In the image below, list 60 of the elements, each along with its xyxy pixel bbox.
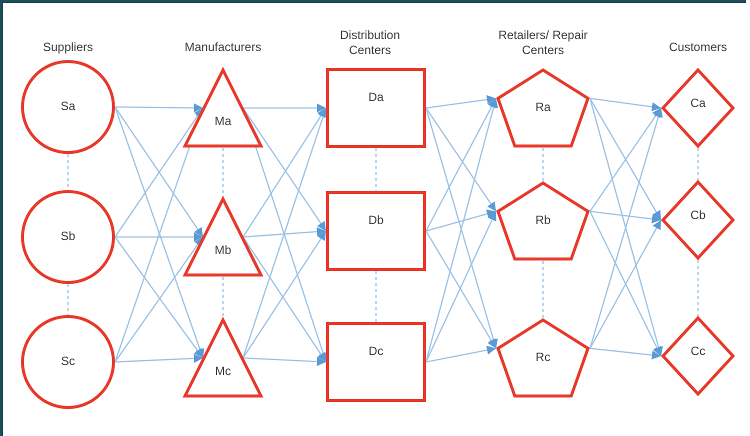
node-label: Ra xyxy=(534,100,552,114)
diamond-node xyxy=(661,68,735,148)
column-heading: Retailers/ Repair Centers xyxy=(497,28,589,58)
node-label: Db xyxy=(367,213,385,227)
arrow xyxy=(425,230,497,349)
dashed-line xyxy=(697,260,699,316)
triangle-node xyxy=(183,197,263,277)
node-label: Ma xyxy=(214,114,232,128)
arrow xyxy=(425,211,497,362)
column-heading: Distribution Centers xyxy=(338,28,402,58)
arrow xyxy=(590,348,662,360)
arrow xyxy=(590,98,662,112)
dashed-line xyxy=(375,148,377,191)
arrow xyxy=(242,357,326,366)
circle-node xyxy=(21,60,115,154)
dashed-line xyxy=(375,271,377,322)
diamond-node xyxy=(661,316,735,396)
triangle-node xyxy=(183,318,263,398)
arrow xyxy=(243,103,326,113)
arrow xyxy=(426,209,496,232)
pentagon-node xyxy=(496,318,590,398)
node-label: Cb xyxy=(689,208,707,222)
dashed-line xyxy=(67,284,69,315)
node-label: Cc xyxy=(690,344,706,358)
arrow xyxy=(426,346,496,363)
square-node xyxy=(326,322,426,402)
arrow xyxy=(425,108,497,212)
pentagon-node xyxy=(496,68,590,148)
square-node xyxy=(326,191,426,271)
node-label: Ca xyxy=(689,96,707,110)
node-label: Rc xyxy=(534,350,552,364)
column-heading: Manufacturers xyxy=(184,40,262,55)
circle-node xyxy=(21,315,115,409)
node-label: Sc xyxy=(60,354,76,368)
node-label: Mc xyxy=(214,364,232,378)
square-node xyxy=(326,68,426,148)
node-label: Rb xyxy=(534,213,552,227)
node-label: Mb xyxy=(214,243,232,257)
node-label: Sa xyxy=(60,99,76,113)
dashed-line xyxy=(697,148,699,180)
node-label: Sb xyxy=(60,229,76,243)
diamond-node xyxy=(661,180,735,260)
column-heading: Suppliers xyxy=(42,40,94,55)
node-label: Dc xyxy=(368,344,384,358)
arrow xyxy=(426,95,496,109)
dashed-line xyxy=(222,277,224,318)
circle-node xyxy=(21,190,115,284)
node-label: Da xyxy=(367,90,385,104)
dashed-line xyxy=(67,154,69,190)
arrow xyxy=(115,232,203,242)
arrow xyxy=(115,103,203,112)
arrow xyxy=(242,227,326,238)
arrow xyxy=(114,354,204,363)
arrow xyxy=(425,98,497,232)
arrow xyxy=(590,210,662,224)
dashed-line xyxy=(542,261,544,318)
triangle-node xyxy=(183,68,263,148)
dashed-line xyxy=(542,148,544,181)
column-heading: Customers xyxy=(668,40,728,55)
pentagon-node xyxy=(496,181,590,261)
